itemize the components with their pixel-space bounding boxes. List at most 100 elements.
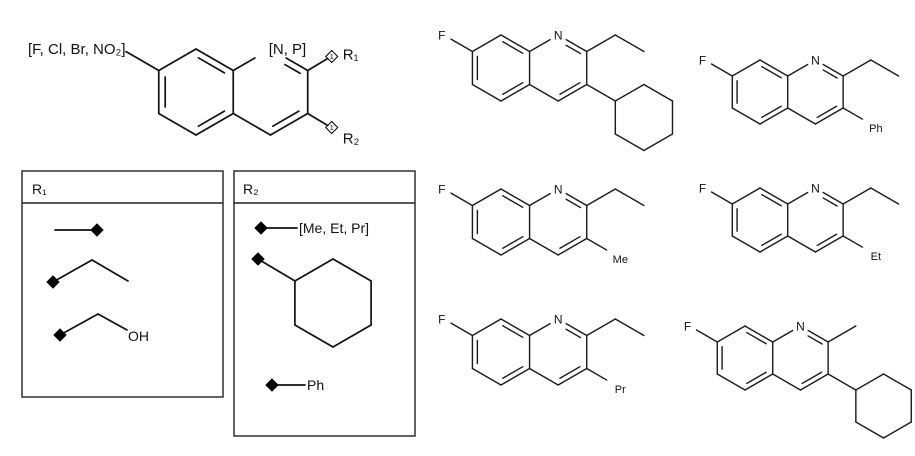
bond: [731, 187, 761, 205]
ring-bond: [614, 133, 645, 152]
bond: [257, 258, 296, 282]
fluorine-label: F: [438, 183, 445, 197]
diamond-shape: [46, 275, 60, 289]
diamond-shape: [251, 252, 265, 266]
bond: [500, 367, 531, 386]
ring-nitrogen-label: N: [796, 320, 805, 334]
double-bond-line: [807, 335, 823, 345]
r2-option-cyclohexyl: 1: [251, 252, 372, 348]
double-bond-line: [502, 325, 524, 339]
scaffold-ring-atom-label: [N, P]: [269, 41, 307, 58]
bond: [759, 235, 789, 253]
attachment-index: 1: [256, 255, 260, 264]
bond: [471, 367, 502, 386]
r1-table-title: R₁: [32, 181, 47, 197]
bond: [731, 59, 761, 77]
fluorine-label: F: [684, 320, 691, 334]
bond: [822, 63, 844, 77]
bond: [787, 191, 809, 205]
ring-bond: [882, 373, 912, 391]
c3-substituent-bond: [586, 237, 608, 251]
c2-substituent-bond: [586, 34, 617, 53]
c2-substituent-bond: [827, 325, 857, 343]
example-compound: NF: [438, 29, 674, 152]
diamond-shape: [325, 49, 339, 64]
r2-table-title: R₂: [243, 181, 259, 197]
c3-substituent-bond: [842, 235, 864, 248]
r2-table-border: [233, 170, 416, 437]
bond: [759, 107, 789, 125]
attachment-point-icon: 1: [53, 328, 67, 342]
bond: [822, 191, 844, 205]
bond: [787, 63, 809, 77]
ring-bond: [294, 324, 334, 348]
ring-bond: [614, 83, 645, 102]
ring-nitrogen-label: N: [554, 183, 563, 197]
bond: [759, 59, 789, 77]
double-bond-line: [559, 235, 581, 249]
bond: [744, 325, 774, 343]
c3-substituent-label: Et: [871, 251, 881, 263]
c2-substituent-bond: [842, 59, 872, 77]
double-bond-line: [559, 81, 581, 95]
r2-option-alkyl: 1[Me, Et, Pr]: [254, 220, 369, 236]
example-compound: NF: [684, 320, 912, 439]
diamond-shape: [90, 223, 104, 237]
bond: [557, 237, 588, 256]
bond: [471, 34, 502, 53]
diamond-shape: [265, 378, 279, 392]
bond: [814, 107, 844, 125]
attachment-point-icon: 1: [251, 252, 265, 266]
double-bond-line: [197, 110, 226, 128]
bond: [557, 367, 588, 386]
bond: [91, 259, 129, 282]
c3-substituent-bond: [586, 367, 608, 381]
c3-substituent-label: Pr: [615, 384, 626, 396]
bond: [450, 38, 474, 53]
bond: [565, 38, 588, 53]
attachment-index: 1: [330, 52, 334, 61]
double-bond-line: [565, 198, 582, 209]
bond: [500, 237, 531, 256]
bond: [731, 235, 761, 253]
double-bond-line: [502, 195, 524, 209]
bond: [557, 83, 588, 102]
bond: [157, 48, 197, 72]
fluorine-label: F: [438, 29, 445, 43]
bond: [799, 373, 829, 391]
r1-option-hydroxyethyl: 1 OH: [53, 313, 149, 344]
bond: [716, 373, 746, 391]
scaffold-position7-substituent-label: [F, Cl, Br, NO₂]: [28, 41, 126, 58]
r1-attachment-point-icon: 1: [325, 49, 339, 64]
ring-bond: [882, 421, 912, 439]
r1-table-border: [21, 170, 224, 398]
attachment-index: 1: [58, 331, 62, 340]
alkyl-options-label: [Me, Et, Pr]: [299, 220, 369, 236]
cyclohexyl-ring: [855, 373, 912, 439]
double-bond-line: [746, 371, 767, 385]
bond: [695, 329, 718, 343]
ethyl-bond: [870, 187, 900, 205]
double-bond-line: [761, 105, 782, 119]
bond: [471, 83, 502, 102]
double-bond-line: [801, 371, 823, 385]
r2-attachment-bond: [306, 112, 329, 127]
hydroxyl-label: OH: [128, 328, 149, 344]
cyclohexyl-ring: [294, 258, 372, 348]
ring-bond: [332, 258, 372, 282]
c3-substituent-bond: [842, 107, 864, 120]
bond: [500, 83, 531, 102]
ring-bond: [855, 421, 885, 439]
bond: [787, 107, 817, 125]
bond: [471, 318, 502, 337]
double-bond-line: [271, 110, 300, 128]
attachment-point-icon: 1: [90, 223, 104, 237]
bond: [528, 192, 551, 207]
attachment-index: 1: [95, 226, 99, 235]
fluorine-label: F: [699, 182, 706, 196]
